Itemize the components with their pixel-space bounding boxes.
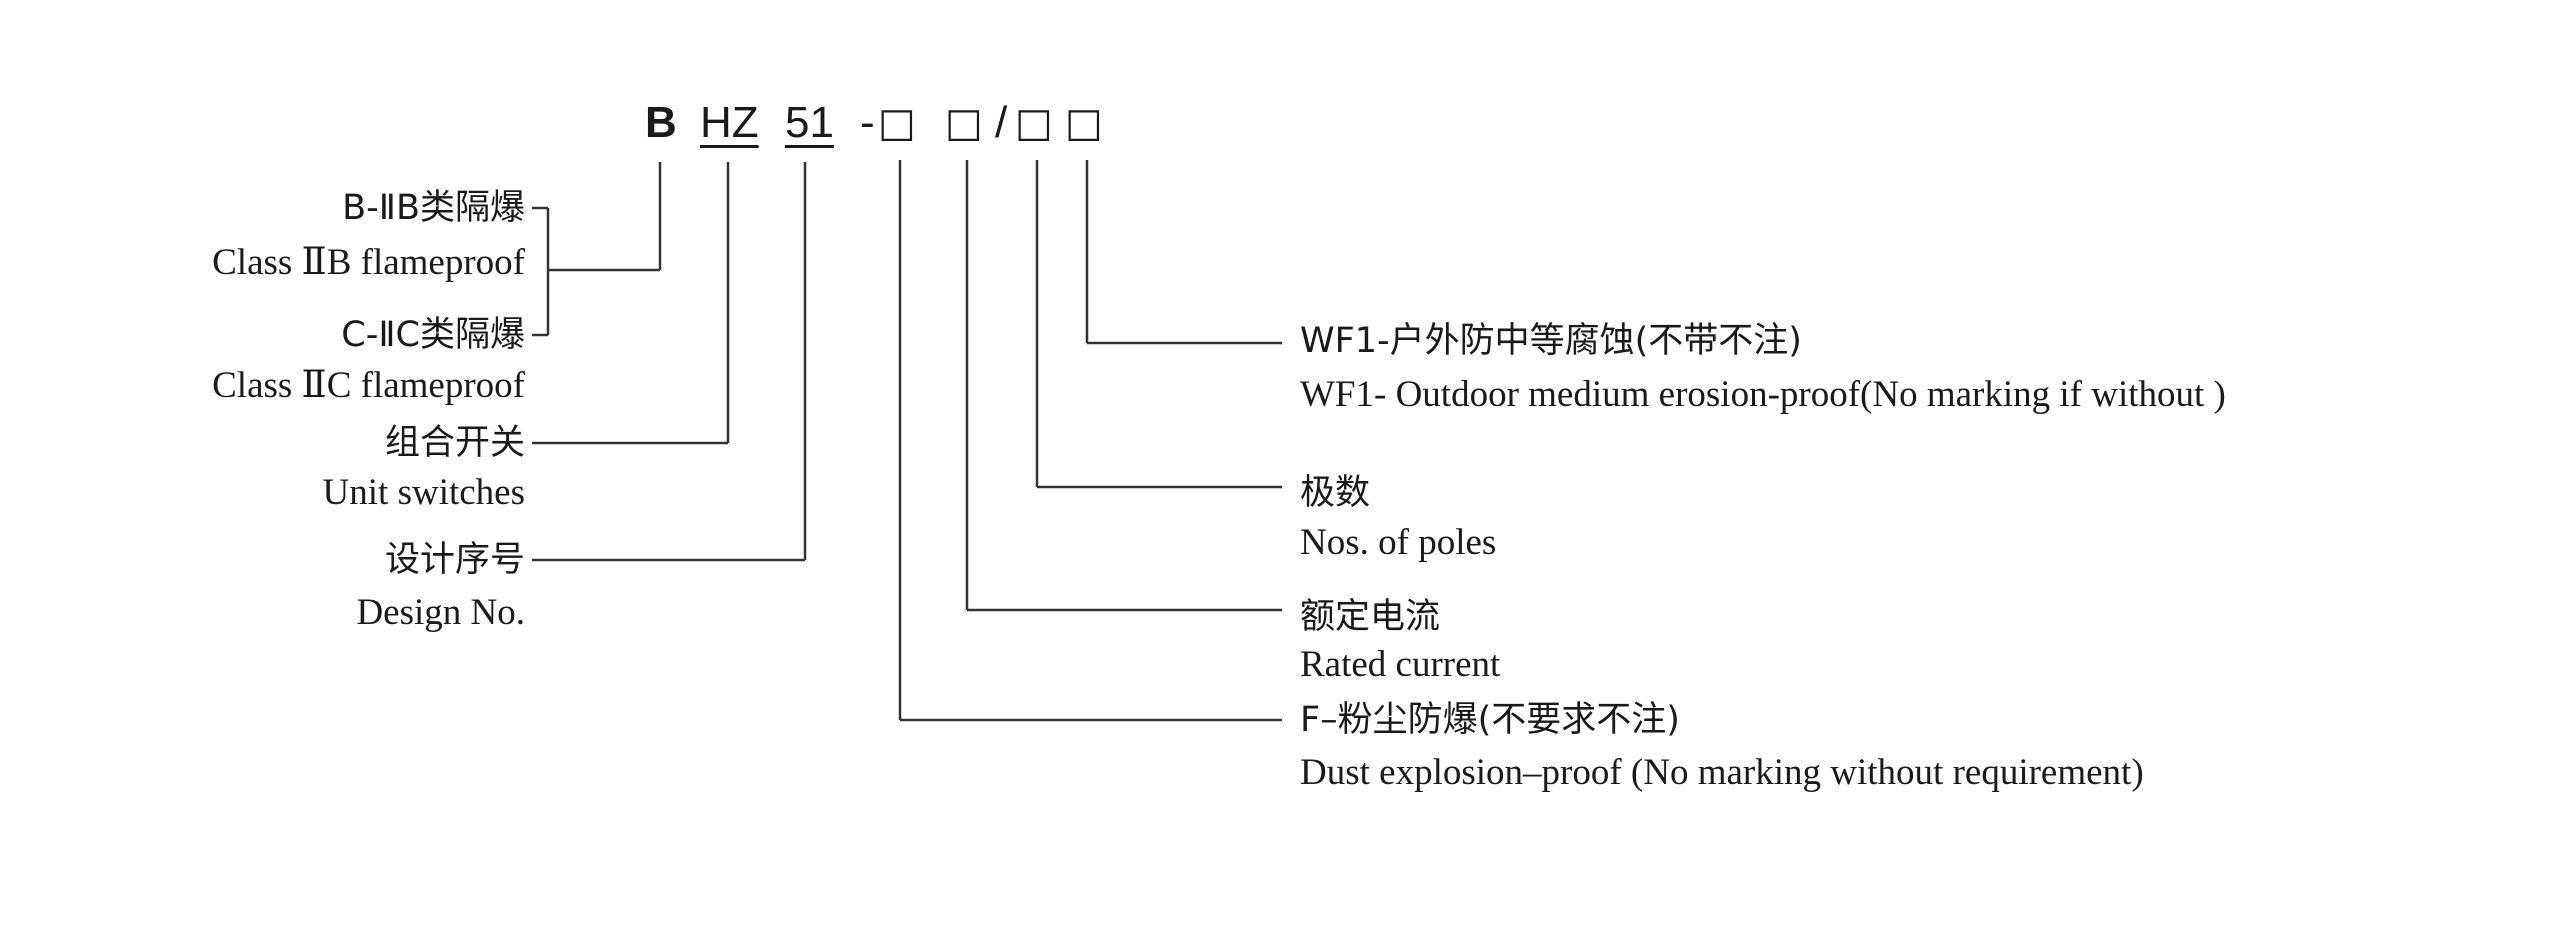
label-corrosion-en: WF1- Outdoor medium erosion-proof(No mar… xyxy=(1300,374,2226,415)
label-class-b-zh: B-ⅡB类隔爆 xyxy=(342,188,525,228)
label-class-b-en: Class ⅡB flameproof xyxy=(212,242,525,283)
label-unit-zh: 组合开关 xyxy=(384,423,525,463)
label-class-c-zh: C-ⅡC类隔爆 xyxy=(341,315,525,355)
label-poles-zh: 极数 xyxy=(1300,473,1371,513)
label-design-zh: 设计序号 xyxy=(384,540,525,580)
label-corrosion-zh: WF1-户外防中等腐蚀(不带不注) xyxy=(1300,321,1802,361)
code-box-current: □ xyxy=(945,100,983,146)
code-prefix: B xyxy=(645,98,677,147)
label-current-zh: 额定电流 xyxy=(1300,597,1441,637)
code-dash: - xyxy=(860,98,875,147)
label-dust-en: Dust explosion–proof (No marking without… xyxy=(1300,752,2144,793)
code-box-poles: □ xyxy=(1015,100,1053,146)
code-slash: / xyxy=(995,98,1008,147)
label-unit-en: Unit switches xyxy=(322,472,525,513)
code-box-dust: □ xyxy=(878,100,916,146)
label-poles-en: Nos. of poles xyxy=(1300,522,1497,563)
label-current-en: Rated current xyxy=(1300,644,1501,685)
label-class-c-en: Class ⅡC flameproof xyxy=(212,365,525,406)
label-design-en: Design No. xyxy=(356,592,525,633)
code-design-number: 51 xyxy=(785,98,834,147)
code-box-corrosion: □ xyxy=(1065,100,1103,146)
code-series: HZ xyxy=(700,98,759,147)
label-dust-zh: F–粉尘防爆(不要求不注) xyxy=(1300,700,1680,740)
